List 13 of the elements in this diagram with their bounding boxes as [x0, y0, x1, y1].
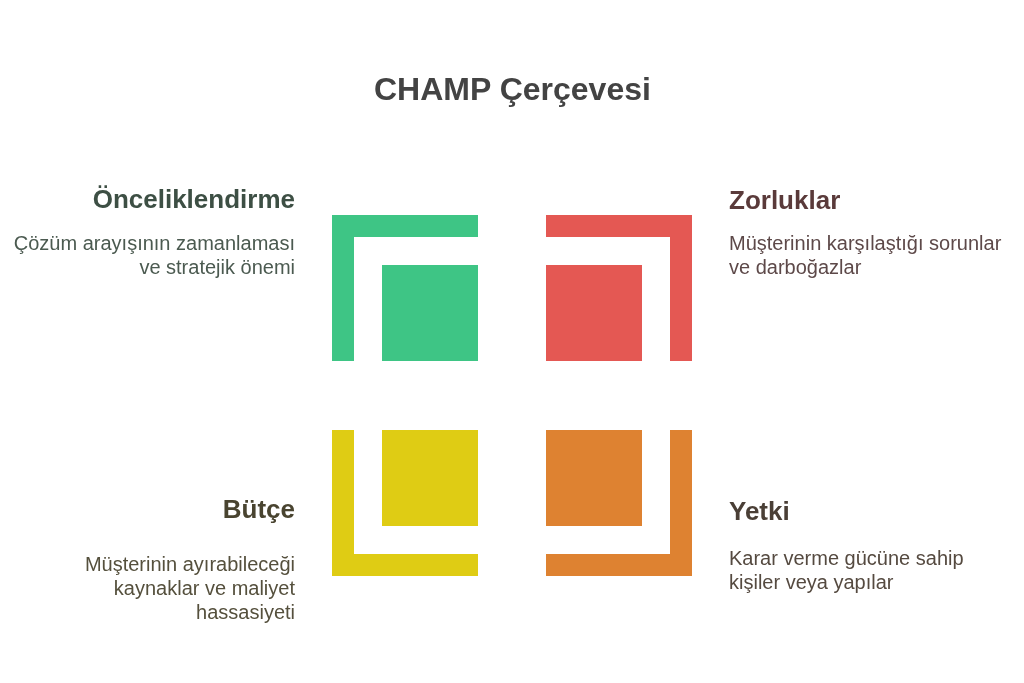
quadrant-heading: Önceliklendirme	[91, 184, 295, 214]
quadrant-block	[546, 215, 692, 361]
quadrant-block	[332, 215, 478, 361]
quadrant-description: Çözüm arayışının zamanlaması ve stratejik önemi	[12, 231, 295, 279]
quadrant-heading: Bütçe	[221, 494, 295, 524]
quadrant-description: Müşterinin karşılaştığı sorunlar ve darboğazlar	[729, 231, 1003, 279]
title: CHAMP Çerçevesi	[374, 70, 651, 108]
quadrant-block	[546, 430, 692, 576]
quadrant-heading: Yetki	[729, 496, 791, 526]
quadrant-description: Karar verme gücüne sahip kişiler veya yapılar	[729, 546, 965, 594]
quadrant-heading: Zorluklar	[729, 185, 842, 215]
quadrant-description: Müşterinin ayırabileceği kaynaklar ve maliyet hassasiyeti	[83, 552, 295, 624]
quadrant-block	[332, 430, 478, 576]
